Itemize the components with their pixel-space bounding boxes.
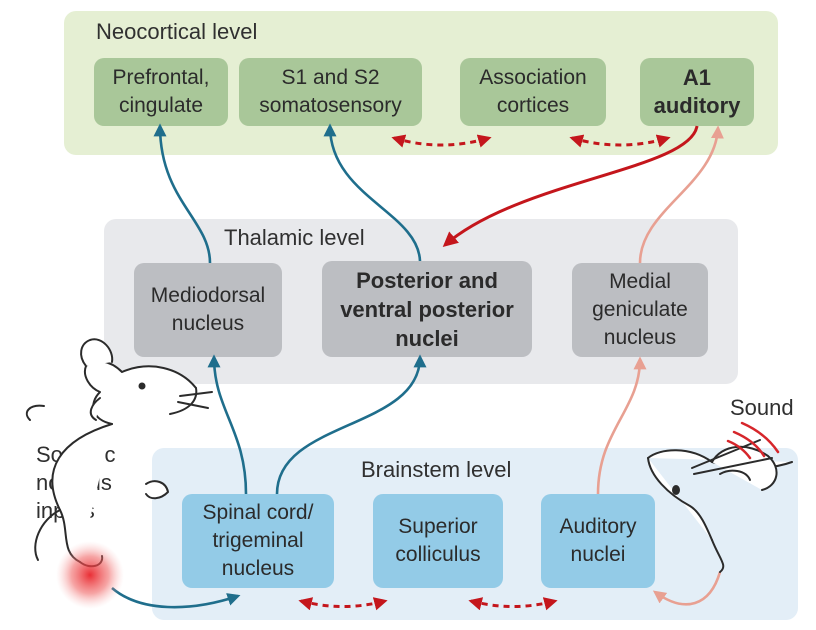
brainstem-level-title: Brainstem level bbox=[361, 457, 512, 482]
noxious-stimulus-glow bbox=[56, 541, 124, 609]
thalamic-level-title: Thalamic level bbox=[224, 225, 365, 250]
auditory-nuclei-label: Auditory nuclei bbox=[559, 515, 637, 566]
a1-auditory-node: A1 auditory bbox=[640, 58, 754, 126]
s1-s2-somatosensory-label: S1 and S2 somatosensory bbox=[259, 66, 402, 117]
spinal-cord-trigeminal-label: Spinal cord/ trigeminal nucleus bbox=[202, 501, 314, 580]
arrow-mgn-to-a1 bbox=[638, 125, 724, 264]
a1-auditory-label: A1 auditory bbox=[653, 65, 741, 118]
arrow-somatic-input-to-spinal bbox=[111, 587, 241, 609]
posterior-ventral-posterior-nuclei-node: Posterior and ventral posterior nuclei bbox=[322, 261, 532, 357]
association-cortices-node: Association cortices bbox=[460, 58, 606, 126]
medial-geniculate-nucleus-label: Medial geniculate nucleus bbox=[592, 270, 688, 349]
arrow-auditory-to-mgn bbox=[596, 356, 647, 495]
prefrontal-cingulate-label: Prefrontal, cingulate bbox=[112, 66, 210, 117]
prefrontal-cingulate-node: Prefrontal, cingulate bbox=[94, 58, 228, 126]
dashed-link-spinal-superior-colliculus bbox=[298, 597, 388, 611]
superior-colliculus-label: Superior colliculus bbox=[395, 515, 481, 566]
dashed-link-s1s2-association bbox=[391, 134, 492, 148]
mouse-right-eye bbox=[672, 485, 680, 495]
dashed-link-association-a1 bbox=[569, 134, 671, 148]
neocortical-level-title: Neocortical level bbox=[96, 19, 258, 44]
arrow-pvp-to-s1s2 bbox=[323, 123, 422, 262]
spinal-cord-trigeminal-node: Spinal cord/ trigeminal nucleus bbox=[182, 494, 334, 588]
arrow-spinal-to-pvp bbox=[275, 354, 427, 495]
posterior-ventral-posterior-nuclei-label: Posterior and ventral posterior nuclei bbox=[340, 267, 514, 351]
mediodorsal-nucleus-label: Mediodorsal nucleus bbox=[150, 284, 266, 335]
arrow-mediodorsal-to-prefrontal bbox=[153, 123, 212, 264]
mouse-right-illustration bbox=[647, 439, 793, 573]
mediodorsal-nucleus-node: Mediodorsal nucleus bbox=[134, 263, 282, 357]
arrow-sound-to-auditory bbox=[652, 571, 722, 606]
superior-colliculus-node: Superior colliculus bbox=[373, 494, 503, 588]
sound-waves-icon bbox=[726, 421, 780, 460]
arrow-a1-to-pvp bbox=[442, 125, 699, 247]
auditory-nuclei-node: Auditory nuclei bbox=[541, 494, 655, 588]
arrow-spinal-to-mediodorsal bbox=[207, 354, 248, 495]
sound-label: Sound bbox=[730, 395, 794, 420]
medial-geniculate-nucleus-node: Medial geniculate nucleus bbox=[572, 263, 708, 357]
mouse-left-illustration bbox=[25, 338, 213, 568]
mouse-left-eye bbox=[138, 382, 146, 390]
dashed-link-superior-colliculus-auditory bbox=[468, 597, 558, 611]
s1-s2-somatosensory-node: S1 and S2 somatosensory bbox=[239, 58, 422, 126]
association-cortices-label: Association cortices bbox=[479, 66, 587, 117]
